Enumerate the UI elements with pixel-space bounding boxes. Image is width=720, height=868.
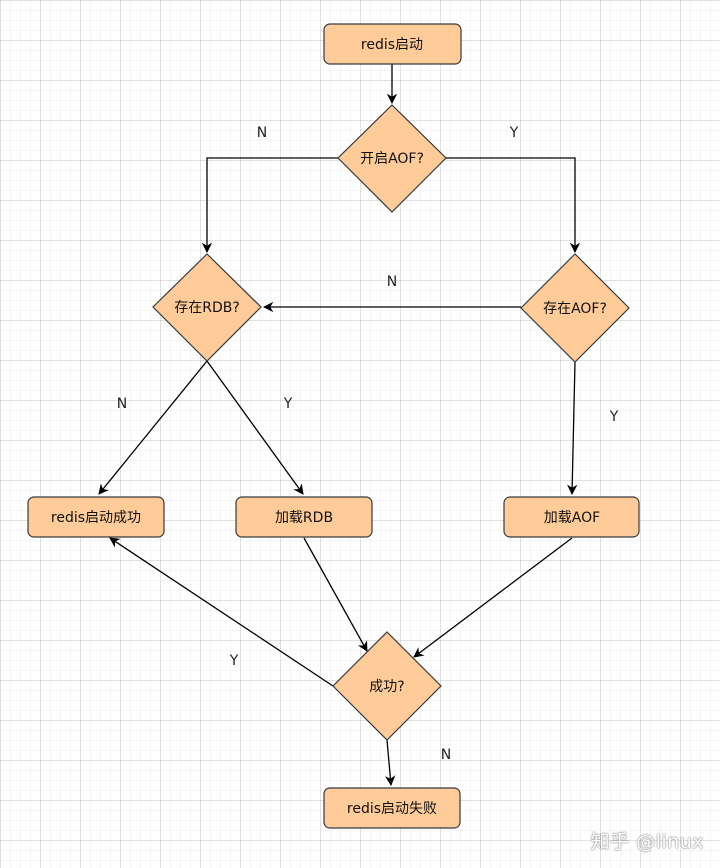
node-success-label: 成功? xyxy=(369,679,404,695)
label-rdb-exists-no: N xyxy=(117,396,127,412)
edge-labels: N Y N N Y Y Y N xyxy=(117,125,619,763)
edge-aof-enabled-yes xyxy=(446,157,581,254)
node-load-aof-label: 加载AOF xyxy=(544,510,600,526)
node-success-decision: 成功? xyxy=(332,631,442,741)
label-success-yes: Y xyxy=(229,653,239,669)
label-aof-enabled-no: N xyxy=(257,125,267,141)
node-load-aof: 加载AOF xyxy=(503,496,640,538)
node-aof-exists-label: 存在AOF? xyxy=(543,301,607,317)
edge-aof-enabled-no xyxy=(201,157,338,254)
node-aof-enabled-label: 开启AOF? xyxy=(360,151,424,167)
edge-aof-exists-yes xyxy=(567,361,578,496)
edge-load-aof-to-success xyxy=(413,537,573,658)
zhihu-watermark: 知乎 @linux xyxy=(590,831,704,853)
edge-rdb-exists-yes xyxy=(206,360,304,495)
node-load-rdb: 加载RDB xyxy=(235,496,373,538)
node-redis-start-label: redis启动 xyxy=(361,37,423,53)
label-aof-exists-yes: Y xyxy=(609,409,619,425)
node-rdb-exists-decision: 存在RDB? xyxy=(152,253,262,362)
edge-load-rdb-to-success xyxy=(303,537,368,652)
label-aof-enabled-yes: Y xyxy=(509,125,519,141)
node-aof-enabled-decision: 开启AOF? xyxy=(337,104,447,213)
node-aof-exists-decision: 存在AOF? xyxy=(520,253,630,363)
edge-success-yes xyxy=(109,537,334,687)
node-start-fail: redis启动失败 xyxy=(323,787,461,829)
node-rdb-exists-label: 存在RDB? xyxy=(174,300,240,316)
label-rdb-exists-yes: Y xyxy=(283,396,293,412)
node-start-success: redis启动成功 xyxy=(27,496,165,538)
node-start-success-label: redis启动成功 xyxy=(51,510,141,526)
node-start-fail-label: redis启动失败 xyxy=(347,801,437,817)
edge-success-no xyxy=(384,739,396,787)
label-aof-exists-no: N xyxy=(387,274,397,290)
label-success-no: N xyxy=(441,747,451,763)
edges xyxy=(98,64,581,787)
node-load-rdb-label: 加载RDB xyxy=(275,510,333,526)
edge-rdb-exists-no xyxy=(98,360,208,495)
node-redis-start: redis启动 xyxy=(323,23,462,65)
